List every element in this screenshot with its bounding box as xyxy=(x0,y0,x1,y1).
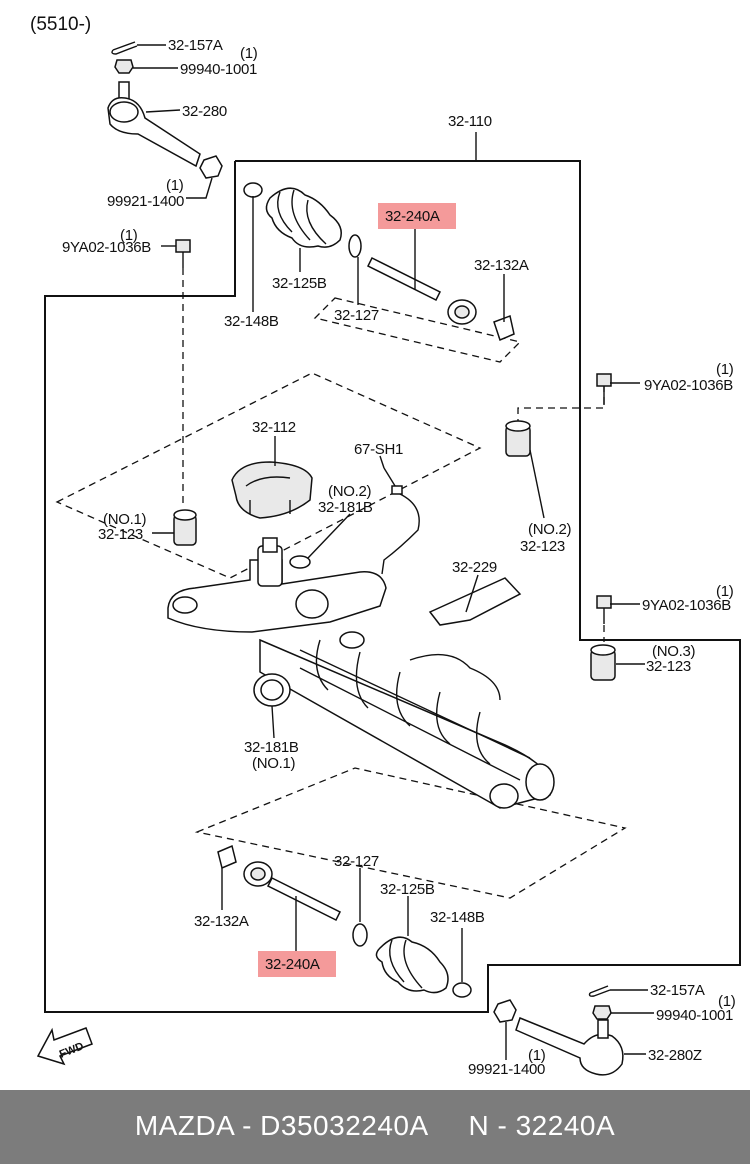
label-32-127-bottom: 32-127 xyxy=(334,853,379,870)
label-32-229: 32-229 xyxy=(452,559,497,576)
highlight-32-240a-top xyxy=(378,203,456,229)
assembly-frame xyxy=(44,160,741,1013)
label-32-132a-bottom: 32-132A xyxy=(194,913,249,930)
lock-nut-top-icon xyxy=(199,155,223,179)
steering-gear-exploded-diagram: (5510-) xyxy=(30,14,741,1078)
leader-lines xyxy=(133,44,654,1060)
header-code: (5510-) xyxy=(30,14,91,35)
label-32-123-left: 32-123 xyxy=(98,526,143,543)
label-32-240a-top: 32-240A xyxy=(385,208,440,225)
clip-127-top-icon xyxy=(348,234,362,258)
steering-gear-housing-icon xyxy=(167,537,555,809)
lower-dashed-group xyxy=(194,767,627,899)
label-qty-1-top-c: (1) xyxy=(120,227,138,244)
dust-cover-32-112-icon xyxy=(231,461,313,519)
label-no2-a: (NO.2) xyxy=(328,483,372,500)
sensor-harness-67-sh1-icon xyxy=(381,467,420,575)
cotter-pin-top-icon xyxy=(111,41,138,55)
boot-clamp-148b-top-icon xyxy=(243,182,263,198)
label-no1-b: (NO.1) xyxy=(252,755,296,772)
label-9ya02-1036b-top: 9YA02-1036B xyxy=(62,239,151,256)
footer-part-number: MAZDA - D35032240A N - 32240A xyxy=(134,1110,616,1141)
label-99940-1001-top: 99940-1001 xyxy=(180,61,257,78)
lock-washer-132a-bottom-icon xyxy=(217,844,237,870)
label-9ya02-1036b-right-b: 9YA02-1036B xyxy=(642,597,731,614)
label-32-148b-top: 32-148B xyxy=(224,313,279,330)
label-qty-1-right-b: (1) xyxy=(716,583,734,600)
label-32-181b-bottom: 32-181B xyxy=(244,739,299,756)
label-99921-1400-bottom: 99921-1400 xyxy=(468,1061,545,1078)
dashed-leader-right xyxy=(517,385,605,430)
label-32-127-top: 32-127 xyxy=(334,307,379,324)
tie-rod-end-top-icon xyxy=(107,81,201,168)
boot-125b-top-icon xyxy=(265,187,342,248)
bolt-right-a-icon xyxy=(596,373,612,405)
tie-rod-end-bottom-icon xyxy=(515,1017,624,1076)
clip-127-bottom-icon xyxy=(352,923,368,947)
label-no3: (NO.3) xyxy=(652,643,696,660)
label-32-125b-bottom: 32-125B xyxy=(380,881,435,898)
label-32-148b-bottom: 32-148B xyxy=(430,909,485,926)
label-32-125b-top: 32-125B xyxy=(272,275,327,292)
footer-bar: MAZDA - D35032240A N - 32240A xyxy=(0,1090,750,1164)
label-32-157a-bottom: 32-157A xyxy=(650,982,705,999)
label-32-280: 32-280 xyxy=(182,103,227,120)
boot-clamp-148b-bottom-icon xyxy=(452,982,472,998)
cotter-pin-bottom-icon xyxy=(588,985,611,997)
label-99940-1001-bottom: 99940-1001 xyxy=(656,1007,733,1024)
label-no1-a: (NO.1) xyxy=(103,511,147,528)
castle-nut-bottom-icon xyxy=(592,1005,612,1020)
label-qty-1-bottom-a: (1) xyxy=(718,993,736,1010)
boot-125b-bottom-icon xyxy=(375,936,449,994)
label-qty-1-top-b: (1) xyxy=(166,177,184,194)
label-32-240a-bottom: 32-240A xyxy=(265,956,320,973)
label-32-280z: 32-280Z xyxy=(648,1047,702,1064)
label-32-123-no2: 32-123 xyxy=(520,538,565,555)
label-qty-1-bottom-b: (1) xyxy=(528,1047,546,1064)
label-32-157a-top: 32-157A xyxy=(168,37,223,54)
bolt-top-left-icon xyxy=(175,239,191,268)
label-32-181b-top: 32-181B xyxy=(318,499,373,516)
label-9ya02-1036b-right-a: 9YA02-1036B xyxy=(644,377,733,394)
hose-clamp-181b-bottom-icon xyxy=(253,673,291,707)
bushing-no2-icon xyxy=(505,420,531,457)
label-99921-1400-top: 99921-1400 xyxy=(107,193,184,210)
bushing-no3-icon xyxy=(590,644,616,681)
castle-nut-top-icon xyxy=(114,59,134,74)
label-67-sh1: 67-SH1 xyxy=(354,441,403,458)
hose-clamp-181b-top-icon xyxy=(289,555,311,569)
highlight-32-240a-bottom xyxy=(258,951,336,977)
label-qty-1-top-a: (1) xyxy=(240,45,258,62)
bolt-right-b-icon xyxy=(596,595,612,624)
label-32-132a-top: 32-132A xyxy=(474,257,529,274)
tie-rod-240a-top-icon xyxy=(366,256,477,325)
label-32-110: 32-110 xyxy=(448,113,492,130)
bracket-bushing-no1-icon xyxy=(173,509,197,546)
upper-dashed-group xyxy=(313,297,522,363)
lock-nut-bottom-icon xyxy=(493,999,517,1023)
label-qty-1-right-a: (1) xyxy=(716,361,734,378)
tie-rod-240a-bottom-icon xyxy=(243,861,342,922)
label-32-112: 32-112 xyxy=(252,419,296,436)
heat-shield-32-229-icon xyxy=(428,577,522,626)
label-no2-b: (NO.2) xyxy=(528,521,572,538)
fwd-arrow-icon: FWD xyxy=(36,1027,93,1066)
center-dashed-group xyxy=(55,372,482,579)
label-32-123-no3: 32-123 xyxy=(646,658,691,675)
